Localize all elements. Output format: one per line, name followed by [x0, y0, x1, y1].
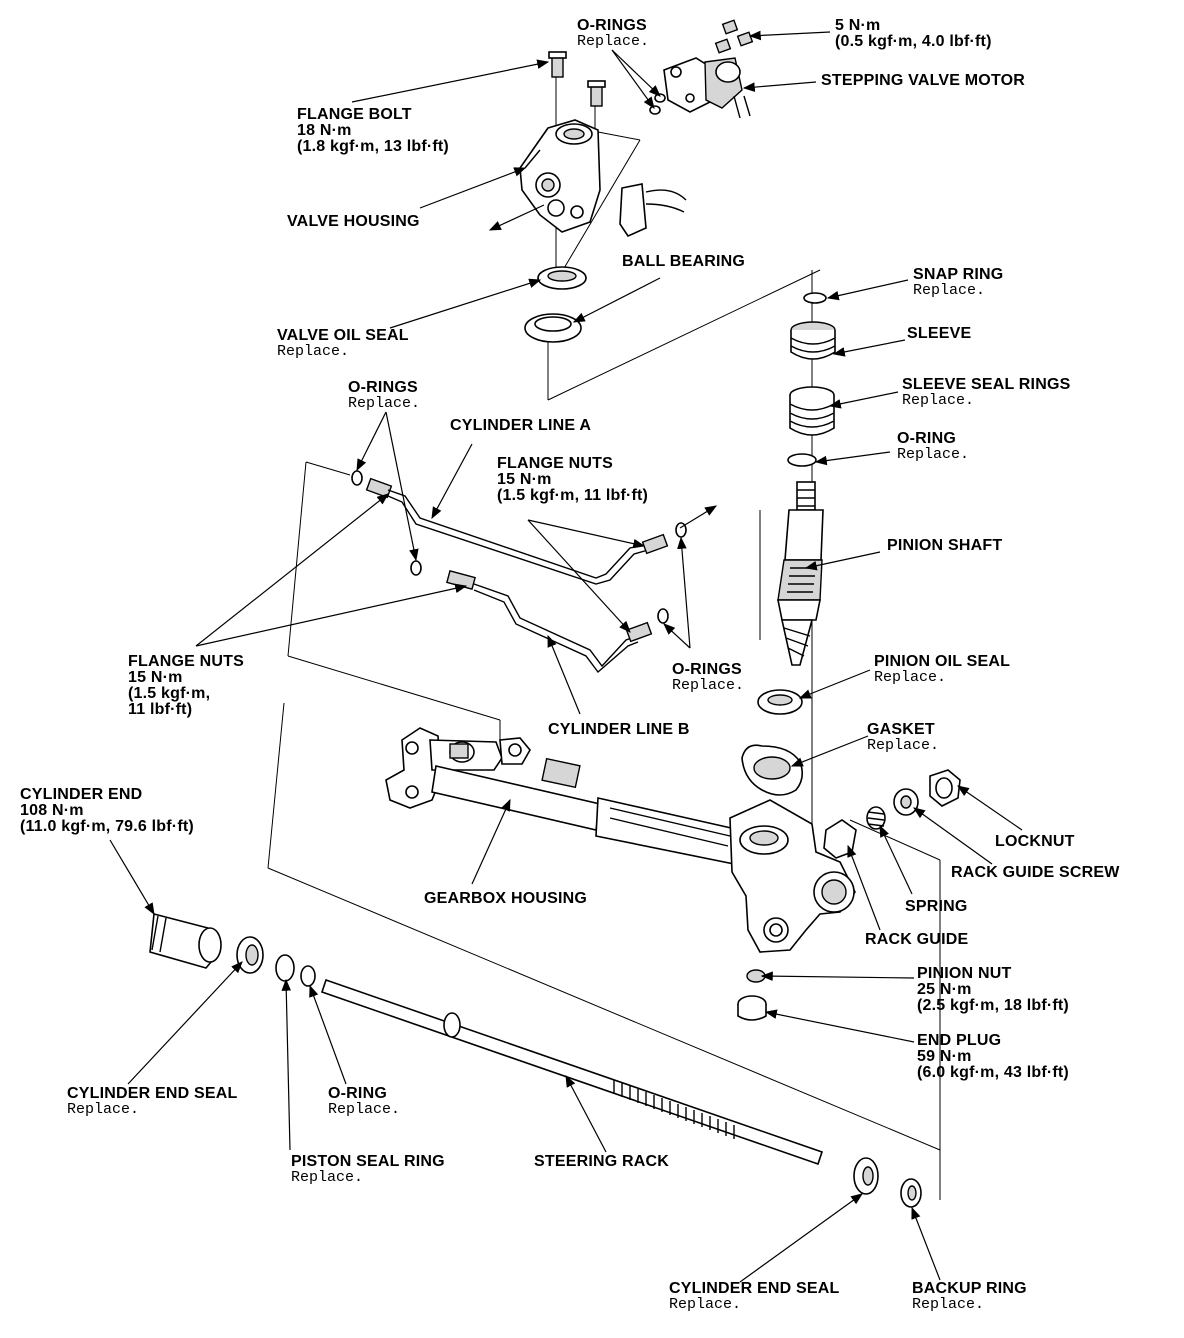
- steering-rack-part: [320, 978, 824, 1166]
- label-pinion-nut: PINION NUT 25 N·m (2.5 kgf·m, 18 lbf·ft): [917, 965, 1069, 1014]
- pinion-shaft-part: [777, 481, 824, 666]
- pinion-oil-seal-part: [757, 689, 803, 715]
- label-backup-ring: BACKUP RING Replace.: [912, 1280, 1027, 1313]
- valve-oil-seal-part: [537, 266, 587, 290]
- label-cylinder-line-a: CYLINDER LINE A: [450, 417, 592, 434]
- label-valve-housing: VALVE HOUSING: [287, 213, 420, 230]
- backup-ring-part: [900, 1178, 922, 1208]
- assembly-guide-lines: [267, 70, 941, 1200]
- label-sleeve-seal-rings: SLEEVE SEAL RINGS Replace.: [902, 376, 1071, 409]
- rack-guide-screw-part: [893, 788, 919, 816]
- label-o-rings-left: O-RINGS Replace.: [348, 379, 421, 412]
- cylinder-end-part: [149, 912, 222, 969]
- label-locknut: LOCKNUT: [995, 833, 1075, 850]
- gasket-part: [741, 744, 804, 796]
- gearbox-housing-part: [385, 727, 856, 953]
- label-flange-nuts-left: FLANGE NUTS 15 N·m (1.5 kgf·m, 11 lbf·ft…: [128, 653, 244, 718]
- label-rack-guide: RACK GUIDE: [865, 931, 969, 948]
- label-stepping-valve-motor: STEPPING VALVE MOTOR: [821, 72, 1026, 89]
- locknut-part: [929, 769, 961, 807]
- stepping-valve-motor-part: [649, 19, 754, 119]
- label-pinion-oil-seal: PINION OIL SEAL Replace.: [874, 653, 1011, 686]
- label-end-plug: END PLUG 59 N·m (6.0 kgf·m, 43 lbf·ft): [917, 1032, 1069, 1081]
- ball-bearing-part: [524, 313, 582, 343]
- label-steering-rack: STEERING RACK: [534, 1153, 670, 1170]
- sleeve-part: [790, 321, 836, 360]
- label-pinion-shaft: PINION SHAFT: [887, 537, 1003, 554]
- label-flange-bolt: FLANGE BOLT 18 N·m (1.8 kgf·m, 13 lbf·ft…: [297, 106, 449, 155]
- label-o-ring-pinion: O-RING Replace.: [897, 430, 970, 463]
- snap-ring-part: [803, 292, 827, 304]
- label-rack-guide-screw: RACK GUIDE SCREW: [951, 864, 1120, 881]
- end-plug-part: [737, 995, 767, 1021]
- valve-housing-part: [519, 51, 687, 238]
- label-gasket: GASKET Replace.: [867, 721, 940, 754]
- label-o-rings-mid: O-RINGS Replace.: [672, 661, 745, 694]
- rack-guide-part: [823, 819, 857, 859]
- label-cylinder-end-seal-right: CYLINDER END SEAL Replace.: [669, 1280, 840, 1313]
- label-o-rings-top: O-RINGS Replace.: [577, 17, 650, 50]
- label-sleeve: SLEEVE: [907, 325, 972, 342]
- label-ball-bearing: BALL BEARING: [622, 253, 745, 270]
- label-valve-oil-seal: VALVE OIL SEAL Replace.: [277, 327, 409, 360]
- cylinder-line-a-part: [351, 470, 687, 585]
- leader-lines: [109, 30, 1023, 1283]
- cylinder-line-b-part: [446, 569, 669, 674]
- sleeve-seal-rings-part: [789, 386, 835, 436]
- label-cylinder-end: CYLINDER END 108 N·m (11.0 kgf·m, 79.6 l…: [20, 786, 194, 835]
- label-snap-ring: SNAP RING Replace.: [913, 266, 1004, 299]
- label-torque-5nm: 5 N·m (0.5 kgf·m, 4.0 lbf·ft): [835, 17, 992, 50]
- label-flange-nuts-mid: FLANGE NUTS 15 N·m (1.5 kgf·m, 11 lbf·ft…: [497, 455, 649, 504]
- label-piston-seal-ring: PISTON SEAL RING Replace.: [291, 1153, 445, 1186]
- label-spring: SPRING: [905, 898, 968, 915]
- o-ring-pinion-part: [787, 453, 817, 467]
- piston-seal-ring-part: [275, 954, 295, 982]
- cylinder-end-seal-right-part: [853, 1157, 879, 1195]
- cylinder-end-seal-left-part: [236, 936, 264, 974]
- o-ring-rack-part: [300, 965, 316, 987]
- label-cylinder-line-b: CYLINDER LINE B: [548, 721, 690, 738]
- label-cylinder-end-seal-left: CYLINDER END SEAL Replace.: [67, 1085, 238, 1118]
- label-o-ring-rack: O-RING Replace.: [328, 1085, 401, 1118]
- spring-part: [866, 806, 886, 830]
- label-gearbox-housing: GEARBOX HOUSING: [424, 890, 588, 907]
